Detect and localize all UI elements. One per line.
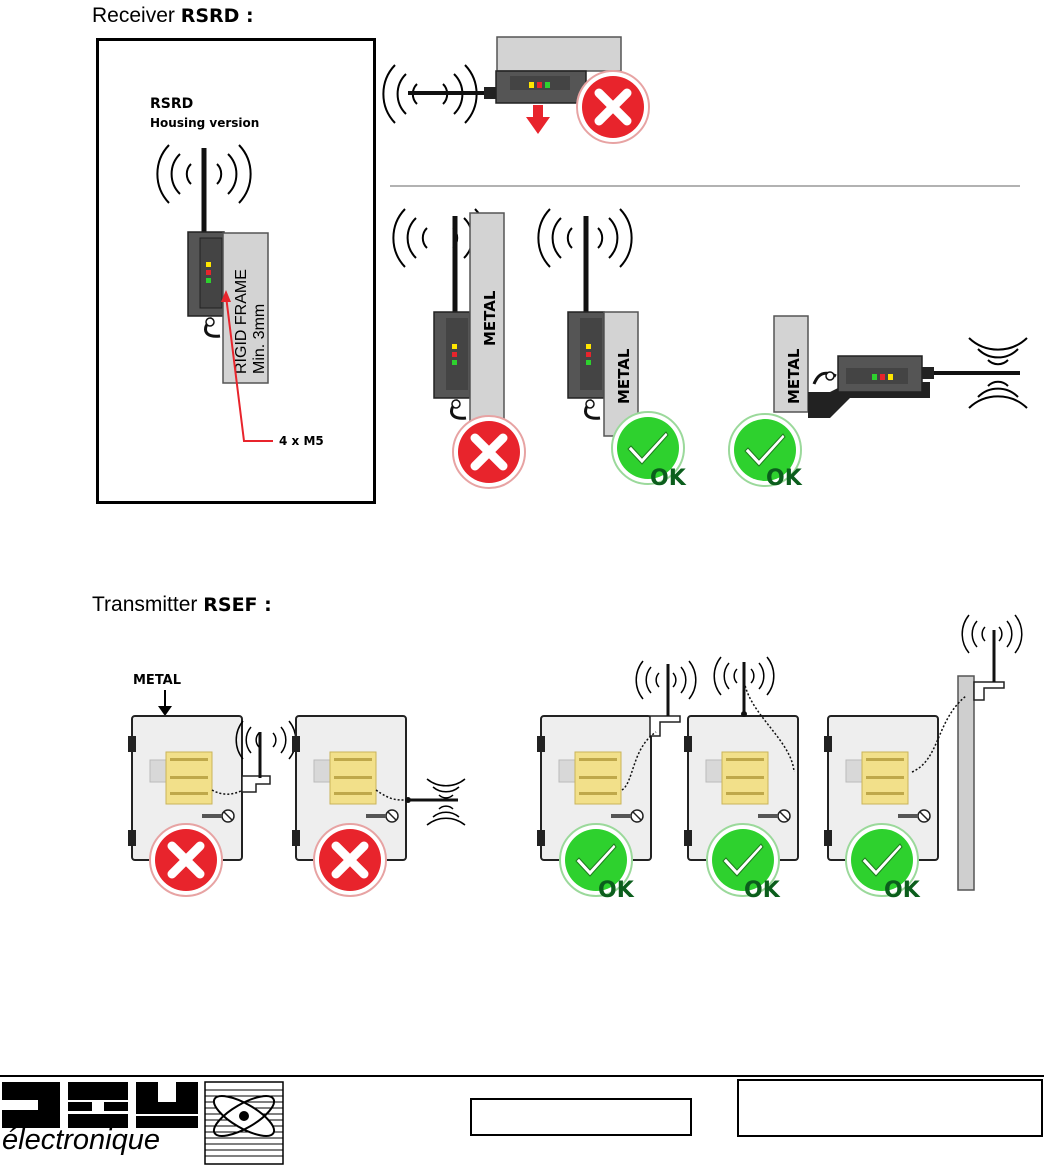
product-name: RSRD (150, 96, 193, 112)
transmitter-metal-label: METAL (133, 673, 181, 688)
metal-label: METAL (481, 290, 499, 346)
radio-waves-icon (427, 779, 465, 825)
frame-label-1: RIGID FRAME (233, 269, 250, 374)
footer-box-1 (470, 1098, 692, 1136)
not-ok-icon (577, 71, 649, 143)
ok-label: OK (884, 878, 921, 903)
footer-rule (0, 1075, 1044, 1077)
receiver-diagram: RSRD Housing version RIGID FRAME Min. 3m… (0, 0, 1044, 560)
logo-wordmark: électronique (2, 1124, 160, 1157)
product-subtitle: Housing version (150, 116, 259, 130)
metal-pole (958, 676, 974, 890)
frame-label-2: Min. 3mm (251, 304, 268, 374)
footer-box-2 (737, 1079, 1043, 1137)
ok-label: OK (650, 466, 687, 491)
transmitter-diagram: METAL OK OK OK (0, 560, 1044, 920)
radio-waves-icon (236, 721, 296, 759)
metal-label: METAL (785, 348, 803, 404)
screw-label: 4 x M5 (279, 434, 324, 448)
ok-label: OK (744, 878, 781, 903)
ok-label: OK (766, 466, 803, 491)
metal-label: METAL (615, 348, 633, 404)
radio-waves-icon (636, 661, 696, 699)
not-ok-icon (314, 824, 386, 896)
logo-emblem-icon (205, 1082, 283, 1164)
not-ok-icon (150, 824, 222, 896)
not-ok-icon (453, 416, 525, 488)
ok-label: OK (598, 878, 635, 903)
radio-waves-icon (962, 615, 1022, 653)
